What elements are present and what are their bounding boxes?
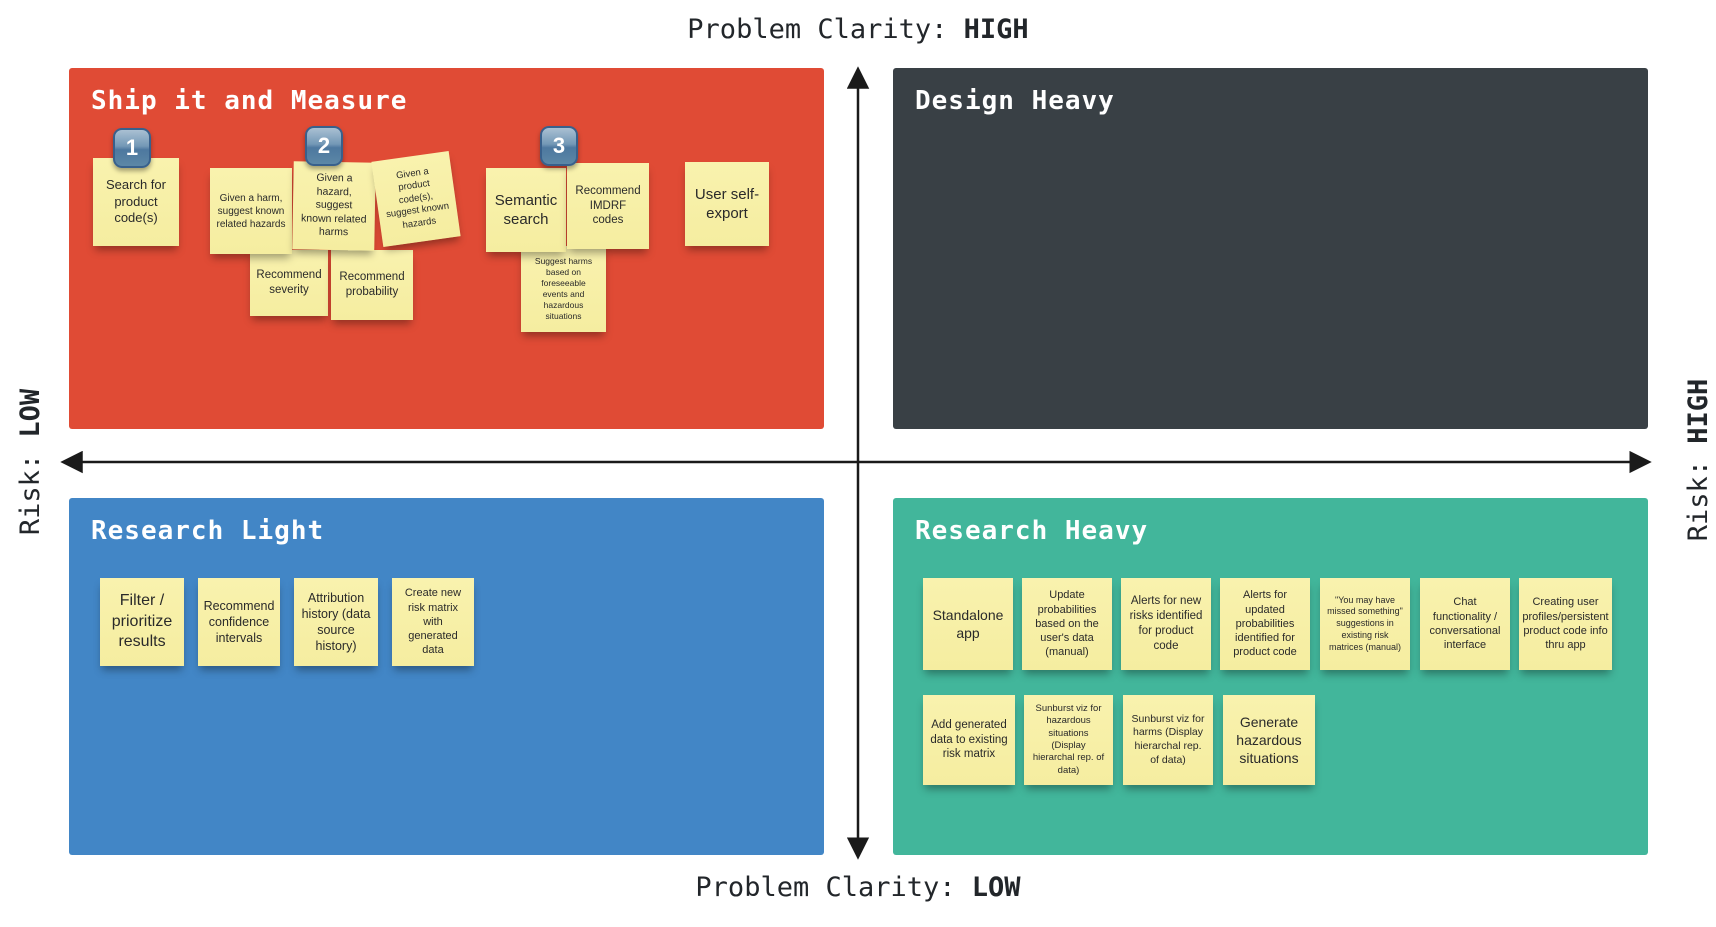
sticky-you-may-have-missed-something[interactable]: "You may have missed something" suggesti… xyxy=(1320,578,1410,670)
axis-value-text: LOW xyxy=(15,388,46,438)
axis-label-risk-high: Risk: HIGH xyxy=(1683,350,1714,570)
badge-1[interactable]: 1 xyxy=(113,128,151,168)
sticky-update-probabilities[interactable]: Update probabilities based on the user's… xyxy=(1022,578,1112,670)
quadrant-research-heavy[interactable]: Research Heavy xyxy=(893,498,1648,855)
axis-label-problem-clarity-high: Problem Clarity: HIGH xyxy=(0,14,1716,45)
axis-value-text: HIGH xyxy=(963,14,1029,45)
axis-label-text: Risk: xyxy=(1683,460,1714,542)
sticky-generate-hazardous-situations[interactable]: Generate hazardous situations xyxy=(1223,695,1315,785)
sticky-recommend-severity[interactable]: Recommend severity xyxy=(250,250,328,316)
quadrant-title: Design Heavy xyxy=(915,86,1115,116)
sticky-add-generated-data[interactable]: Add generated data to existing risk matr… xyxy=(923,695,1015,785)
quadrant-title: Research Light xyxy=(91,516,325,546)
sticky-search-product-codes[interactable]: Search for product code(s) xyxy=(93,158,179,246)
sticky-standalone-app[interactable]: Standalone app xyxy=(923,578,1013,670)
sticky-recommend-probability[interactable]: Recommend probability xyxy=(331,250,413,320)
sticky-suggest-harms-foreseeable-events[interactable]: Suggest harms based on foreseeable event… xyxy=(521,246,606,332)
sticky-given-product-code-suggest-hazards[interactable]: Given a product code(s), suggest known h… xyxy=(371,150,461,248)
sticky-given-harm-suggest-hazards[interactable]: Given a harm, suggest known related haza… xyxy=(210,168,292,254)
quadrant-ship-it-and-measure[interactable]: Ship it and Measure xyxy=(69,68,824,429)
quadrant-design-heavy[interactable]: Design Heavy xyxy=(893,68,1648,429)
sticky-user-self-export[interactable]: User self-export xyxy=(685,162,769,246)
axis-label-text: Risk: xyxy=(15,453,46,536)
quadrant-title: Research Heavy xyxy=(915,516,1149,546)
sticky-attribution-history[interactable]: Attribution history (data source history… xyxy=(294,578,378,666)
axis-value-text: HIGH xyxy=(1683,378,1714,444)
axis-label-text: Problem Clarity: xyxy=(687,14,948,45)
badge-3[interactable]: 3 xyxy=(540,126,578,166)
sticky-chat-functionality[interactable]: Chat functionality / conversational inte… xyxy=(1420,578,1510,670)
sticky-alerts-updated-probabilities[interactable]: Alerts for updated probabilities identif… xyxy=(1220,578,1310,670)
badge-2[interactable]: 2 xyxy=(305,126,343,166)
sticky-sunburst-harms[interactable]: Sunburst viz for harms (Display hierarch… xyxy=(1123,695,1213,785)
sticky-creating-user-profiles[interactable]: Creating user profiles/persistent produc… xyxy=(1519,578,1612,670)
axis-value-text: LOW xyxy=(971,872,1021,903)
axis-label-problem-clarity-low: Problem Clarity: LOW xyxy=(0,872,1716,903)
sticky-create-new-risk-matrix[interactable]: Create new risk matrix with generated da… xyxy=(392,578,474,666)
sticky-filter-prioritize-results[interactable]: Filter / prioritize results xyxy=(100,578,184,666)
sticky-given-hazard-suggest-harms[interactable]: Given a hazard, suggest known related ha… xyxy=(292,161,376,251)
sticky-semantic-search[interactable]: Semantic search xyxy=(486,168,566,252)
sticky-alerts-new-risks[interactable]: Alerts for new risks identified for prod… xyxy=(1121,578,1211,670)
sticky-sunburst-hazardous-situations[interactable]: Sunburst viz for hazardous situations (D… xyxy=(1024,695,1113,785)
axis-label-text: Problem Clarity: xyxy=(695,872,956,903)
quadrant-research-light[interactable]: Research Light xyxy=(69,498,824,855)
sticky-recommend-imdrf-codes[interactable]: Recommend IMDRF codes xyxy=(567,163,649,249)
sticky-recommend-confidence-intervals[interactable]: Recommend confidence intervals xyxy=(198,578,280,666)
axis-label-risk-low: Risk: LOW xyxy=(15,352,46,572)
quadrant-title: Ship it and Measure xyxy=(91,86,408,116)
